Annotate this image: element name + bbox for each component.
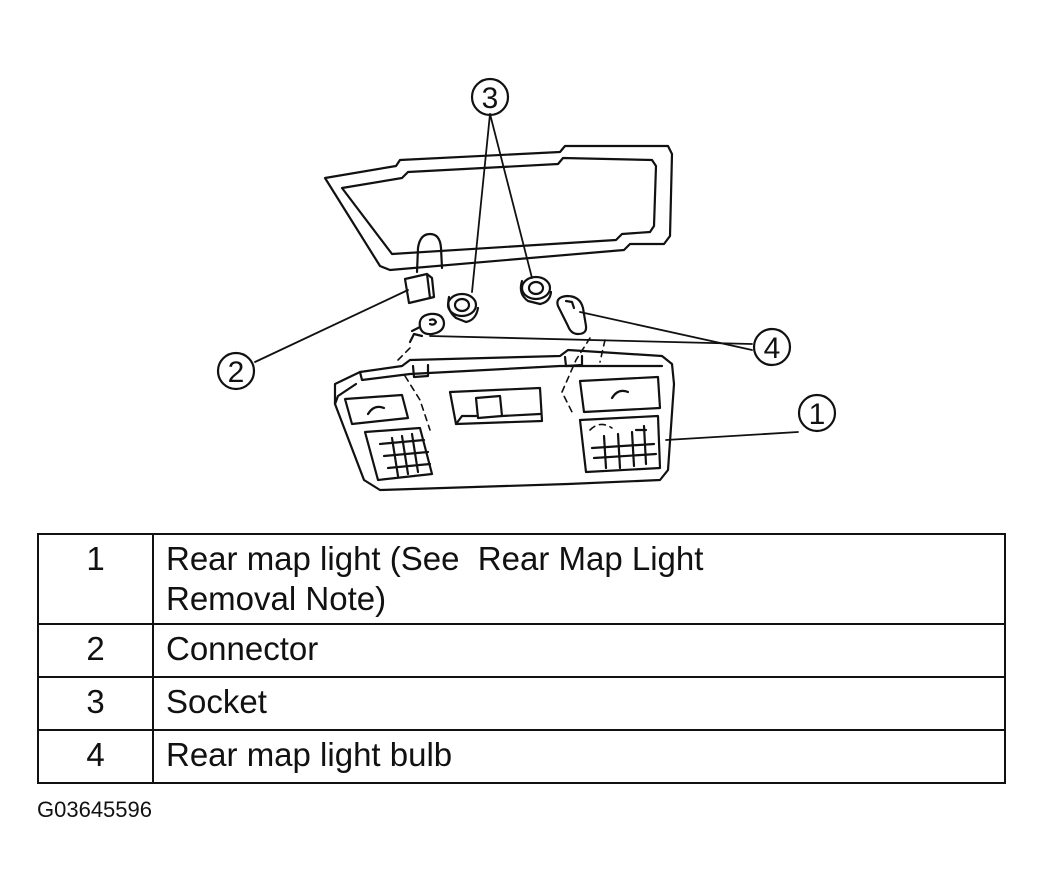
legend-description-line: Removal Note) [166,580,387,617]
connector [403,232,444,305]
legend-description-line: Rear map light (See Rear Map Light [166,540,704,577]
legend-description: Connector [152,623,1006,678]
socket-right [519,275,553,306]
parts-legend-table: 1 Rear map light (See Rear Map Light Rem… [37,533,1006,784]
legend-row: 1 Rear map light (See Rear Map Light Rem… [37,533,1006,625]
callout-1: 1 [797,393,837,433]
map-light-housing [333,348,676,492]
mounting-frame [323,144,674,272]
callout-2: 2 [216,351,256,391]
legend-description: Rear map light bulb [152,729,1006,784]
legend-row: 2 Connector [37,623,1006,678]
legend-description: Rear map light (See Rear Map Light Remov… [152,533,1006,625]
svg-text:1: 1 [809,398,826,431]
bulb-right [556,294,588,336]
socket-left [446,292,480,324]
rear-map-light-exploded-diagram: 1 2 3 4 [216,77,837,492]
legend-description: Socket [152,676,1006,731]
legend-row: 3 Socket [37,676,1006,731]
legend-number: 2 [37,623,154,678]
figure-id: G03645596 [37,797,152,822]
svg-text:3: 3 [482,82,499,115]
legend-number: 1 [37,533,154,625]
leader-lines [254,113,799,441]
installation-guides [397,337,613,431]
legend-row: 4 Rear map light bulb [37,729,1006,784]
callout-3: 3 [470,77,510,117]
svg-text:2: 2 [228,356,245,389]
callout-4: 4 [752,327,792,367]
legend-number: 4 [37,729,154,784]
legend-number: 3 [37,676,154,731]
svg-text:4: 4 [764,332,781,365]
bulb-left [408,312,446,344]
